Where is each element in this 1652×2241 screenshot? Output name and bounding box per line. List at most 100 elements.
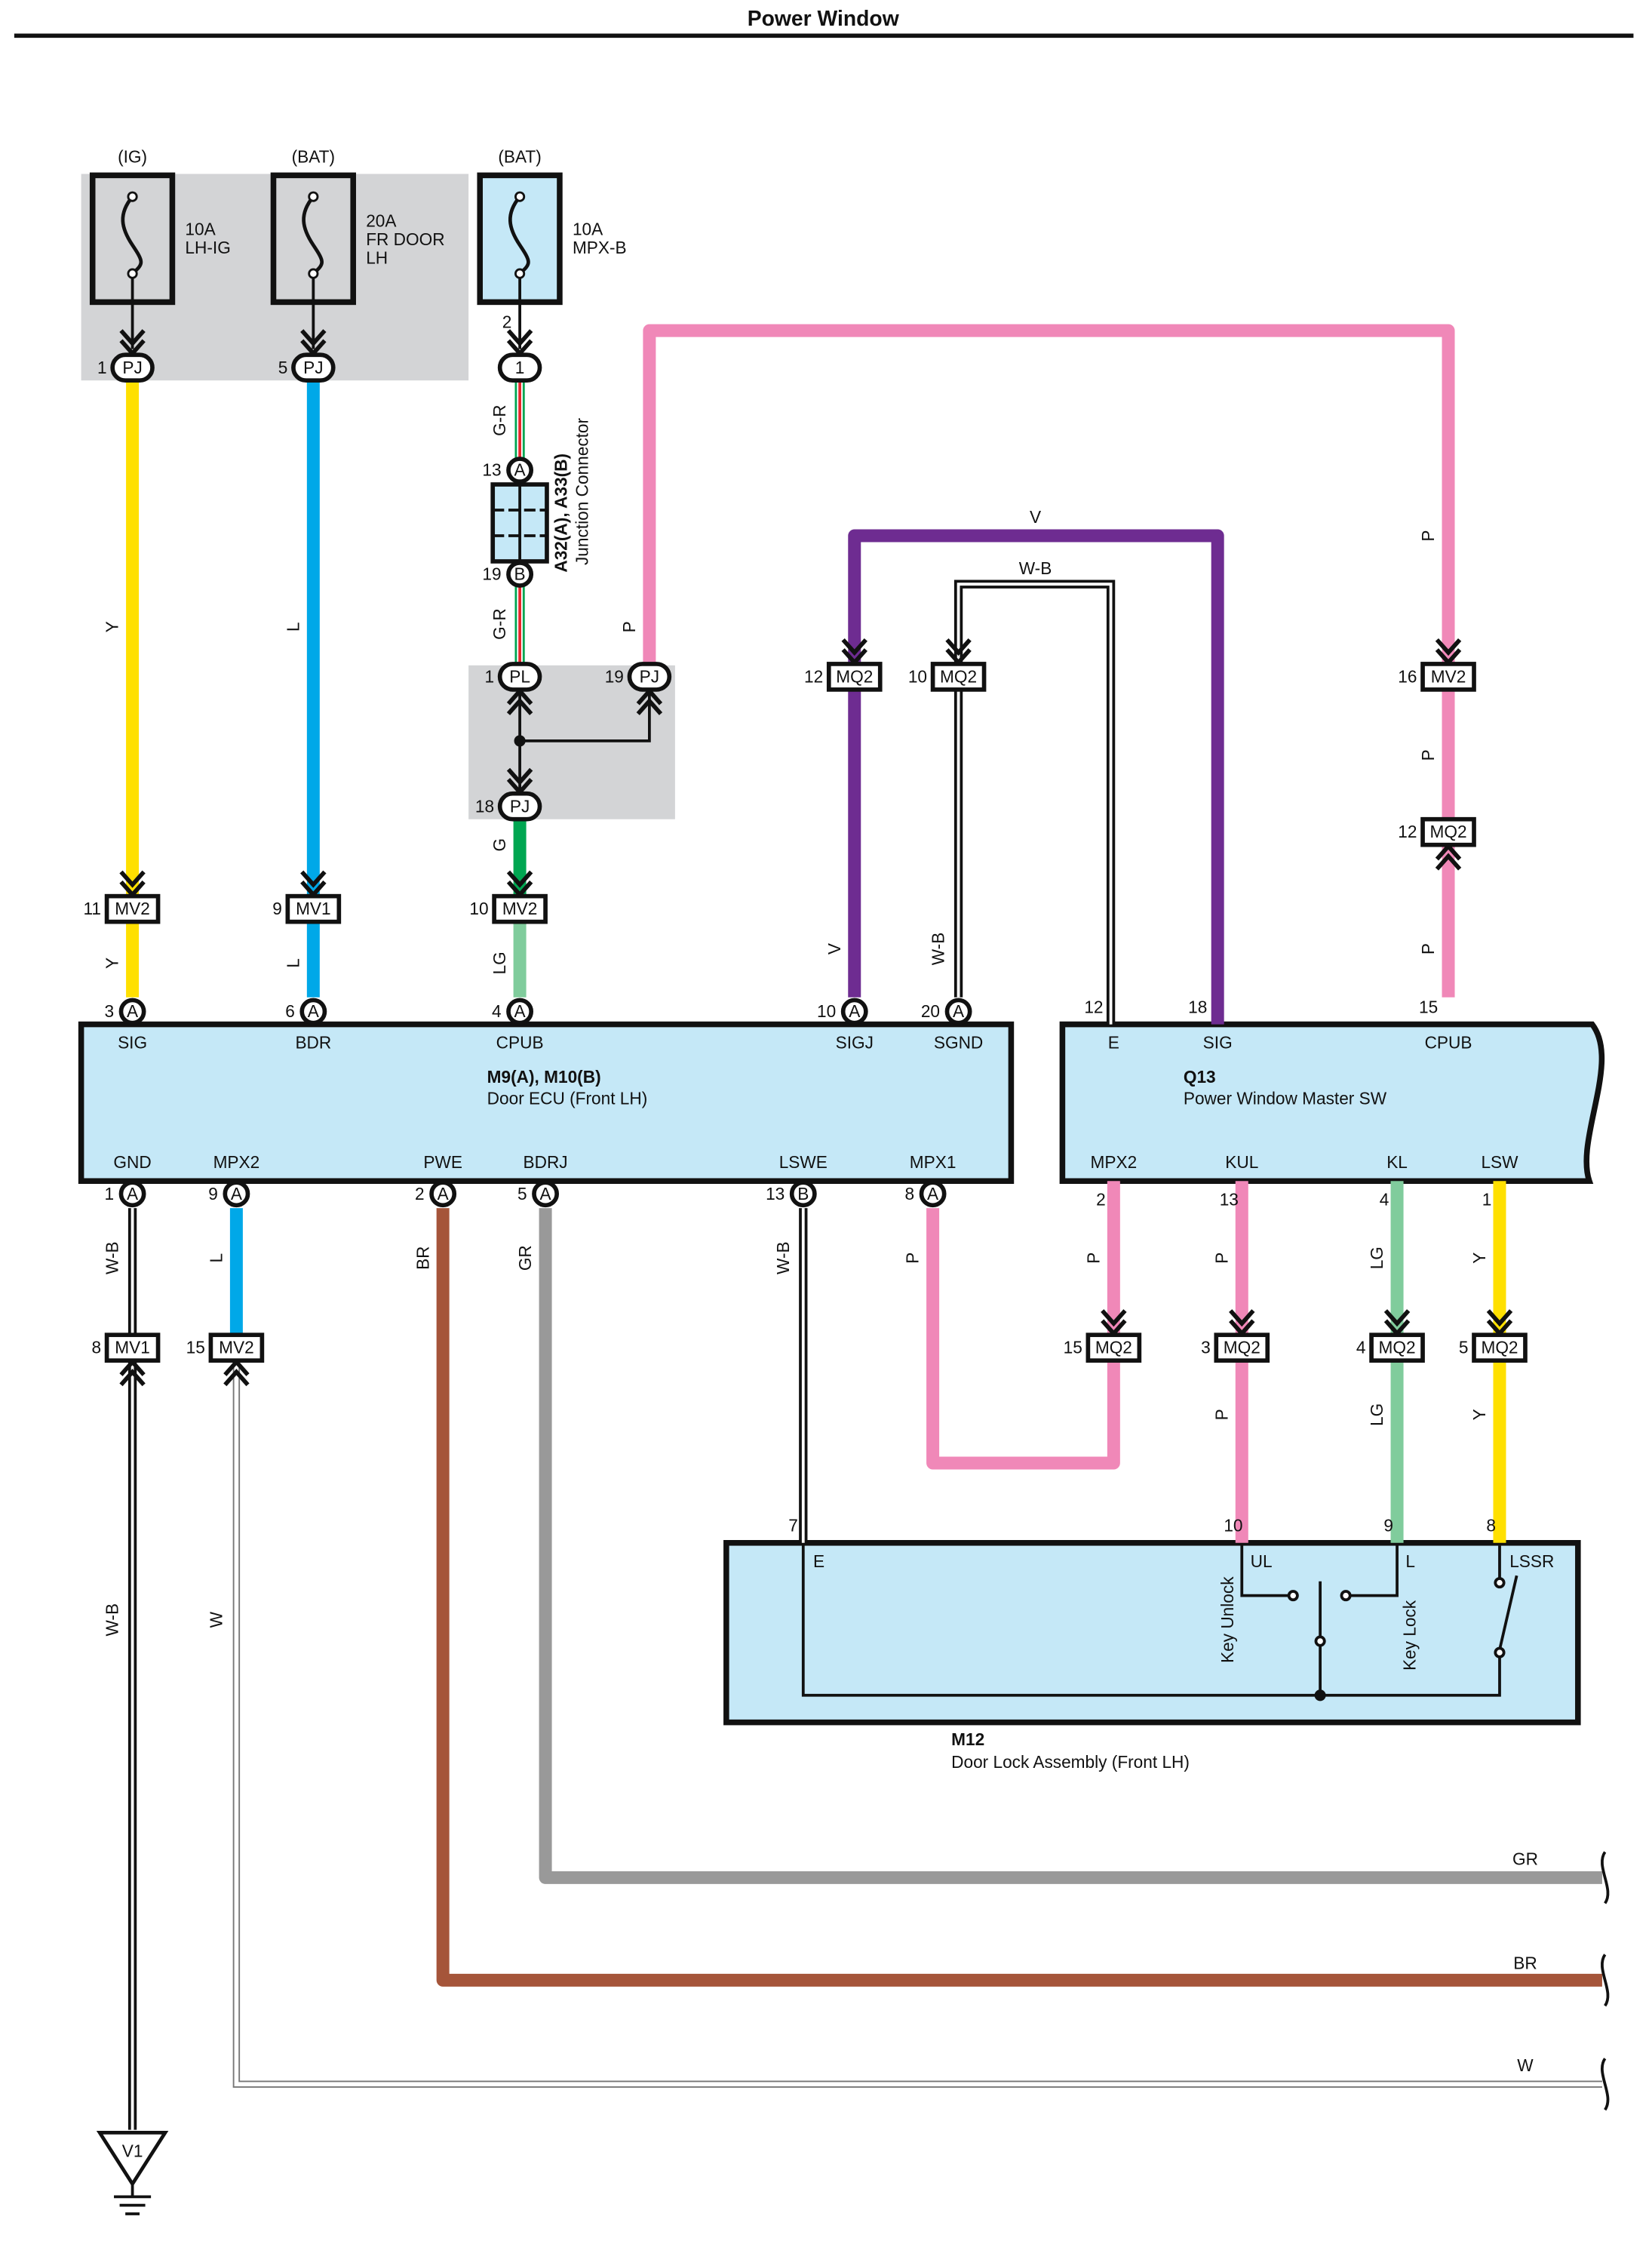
- connector-label: MQ2: [836, 666, 873, 686]
- fuse-icon: [508, 195, 530, 275]
- connector-28: [1085, 1333, 1142, 1363]
- master-switch-pin-number: 12: [1084, 997, 1103, 1016]
- connector-pin-number: 4: [1356, 1338, 1366, 1357]
- junction-connector-name: Junction Connector: [573, 417, 592, 565]
- arrow-icon: [506, 767, 533, 785]
- wire-color-code: P: [1418, 749, 1438, 761]
- switch-contact-icon: [1494, 1577, 1506, 1589]
- arrow-icon: [841, 648, 867, 666]
- connector-label: B: [797, 1184, 809, 1204]
- ecu-terminal-label: BDRJ: [524, 1152, 568, 1172]
- connector-label: MQ2: [1481, 1338, 1518, 1357]
- connector-label: B: [514, 564, 526, 584]
- arrow-icon: [1229, 1309, 1255, 1327]
- connector-label: MV2: [502, 899, 538, 918]
- fuse-name: MPX-B: [573, 238, 627, 257]
- connector-pin-number: 19: [605, 666, 624, 686]
- wire-color-code: W: [207, 1611, 226, 1628]
- connector-14: [492, 893, 548, 924]
- wire-color-code: L: [283, 622, 302, 632]
- ecu-name: Door ECU (Front LH): [487, 1088, 648, 1108]
- wire-break-icon: [1601, 1851, 1610, 1904]
- ecu-terminal-label: SGND: [934, 1033, 983, 1053]
- wire-color-code: V: [1030, 507, 1041, 527]
- lssr-switch-blade: [1498, 1575, 1518, 1650]
- connector-pin-number: 18: [475, 796, 494, 816]
- wire-w-stripe: [234, 1362, 1602, 2087]
- connector-21: [223, 1180, 250, 1208]
- wire-color-code: BR: [413, 1246, 432, 1269]
- wire-color-code: Y: [103, 958, 122, 969]
- ecu-terminal-label: MPX1: [910, 1152, 957, 1172]
- fuse-source-label: (BAT): [292, 146, 335, 166]
- connector-label: PJ: [640, 666, 659, 686]
- connector-label: MV2: [115, 899, 150, 918]
- connector-label: PJ: [303, 358, 323, 377]
- arrow-icon: [506, 697, 533, 715]
- ground-point-icon: [96, 2131, 169, 2187]
- key-unlock-label: Key Unlock: [1218, 1576, 1237, 1663]
- connector-label: A: [953, 1001, 965, 1021]
- connector-pin-number: 10: [908, 666, 927, 686]
- wire-color-code: W-B: [773, 1241, 793, 1274]
- wire-wb-sgnd-stripe: [957, 583, 1113, 1025]
- master-switch-terminal-label: CPUB: [1425, 1033, 1472, 1053]
- connector-12: [104, 893, 161, 924]
- ecu-terminal-label: PWE: [423, 1152, 462, 1172]
- wire-color-code: L: [207, 1253, 226, 1263]
- master-switch-id: Q13: [1184, 1067, 1216, 1087]
- connector-3: [506, 456, 534, 484]
- connector-pin-number: 1: [104, 1184, 114, 1204]
- door-lock-box: [723, 1539, 1581, 1726]
- connector-pin-number: 15: [186, 1338, 205, 1357]
- wire-color-code: BR: [1513, 1953, 1537, 1972]
- door-lock-terminal-label: L: [1405, 1551, 1415, 1571]
- connector-pin-number: 16: [1398, 666, 1417, 686]
- fuse-rating: 10A: [573, 220, 603, 239]
- fuse-source-label: (BAT): [498, 146, 541, 166]
- master-switch-pin-number: 4: [1380, 1189, 1389, 1209]
- arrow-icon: [1229, 1319, 1255, 1337]
- connector-label: MV1: [296, 899, 331, 918]
- connector-label: MV2: [1431, 666, 1466, 686]
- connector-8: [826, 662, 883, 692]
- fuse-rating: 10A: [185, 220, 216, 239]
- connector-pin-number: 8: [91, 1338, 101, 1357]
- fuse-name: LH-IG: [185, 238, 230, 257]
- connector-pin-number: 4: [492, 1001, 502, 1021]
- master-switch-terminal-label: E: [1108, 1033, 1119, 1053]
- connector-label: A: [438, 1184, 450, 1204]
- door-lock-pin-number: 9: [1383, 1516, 1393, 1536]
- arrow-icon: [1486, 1319, 1513, 1337]
- door-lock-name: Door Lock Assembly (Front LH): [951, 1752, 1190, 1772]
- door-lock-id: M12: [951, 1729, 984, 1749]
- fuse-terminal: [308, 268, 319, 279]
- ecu-terminal-label: CPUB: [496, 1033, 544, 1053]
- connector-pin-number: 13: [482, 460, 501, 480]
- wire-color-code: LG: [490, 951, 509, 974]
- wire-color-code: W-B: [103, 1603, 122, 1637]
- wire-color-code: GR: [515, 1245, 535, 1271]
- wire-color-code: G: [490, 838, 509, 852]
- key-lock-label: Key Lock: [1400, 1600, 1420, 1671]
- fuse-terminal: [127, 191, 138, 202]
- connector-label: MQ2: [1379, 1338, 1416, 1357]
- connector-label: MQ2: [1095, 1338, 1132, 1357]
- master-switch-terminal-label: KL: [1386, 1152, 1408, 1172]
- arrow-icon: [119, 1358, 146, 1376]
- connector-label: A: [127, 1184, 139, 1204]
- wire-color-code: Y: [1469, 1409, 1489, 1420]
- connector-label: 1: [515, 358, 525, 377]
- connector-22: [429, 1180, 457, 1208]
- arrow-icon: [1383, 1319, 1411, 1337]
- fuse-rating: 20A: [366, 211, 397, 230]
- door-lock-terminal-label: LSSR: [1509, 1551, 1554, 1571]
- arrow-icon: [1435, 648, 1462, 666]
- arrow-icon: [119, 329, 146, 347]
- fuse-terminal: [514, 268, 526, 279]
- arrow-icon: [300, 329, 327, 347]
- master-switch-pin-number: 15: [1419, 997, 1438, 1016]
- connector-pin-number: 3: [1201, 1338, 1211, 1357]
- connector-label: A: [231, 1184, 243, 1204]
